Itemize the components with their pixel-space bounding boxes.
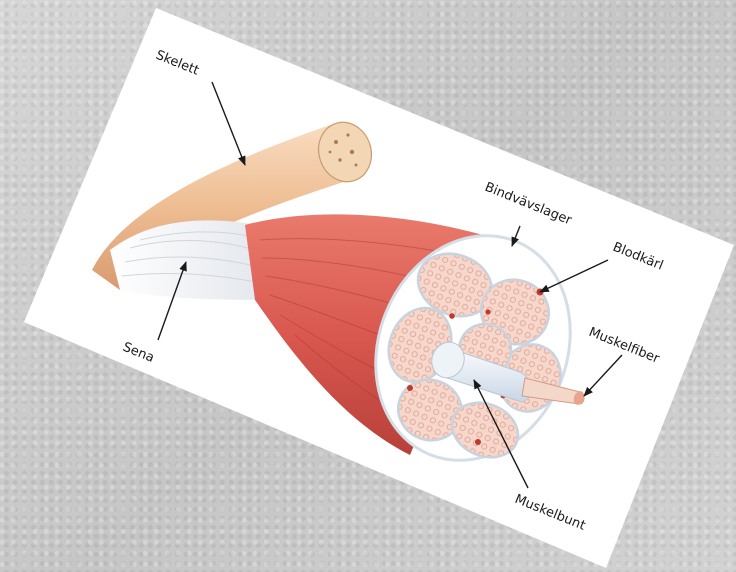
muscle-anatomy-illustration: Skelett Sena Bindvävslager Blodkärl Musk… xyxy=(0,0,736,572)
